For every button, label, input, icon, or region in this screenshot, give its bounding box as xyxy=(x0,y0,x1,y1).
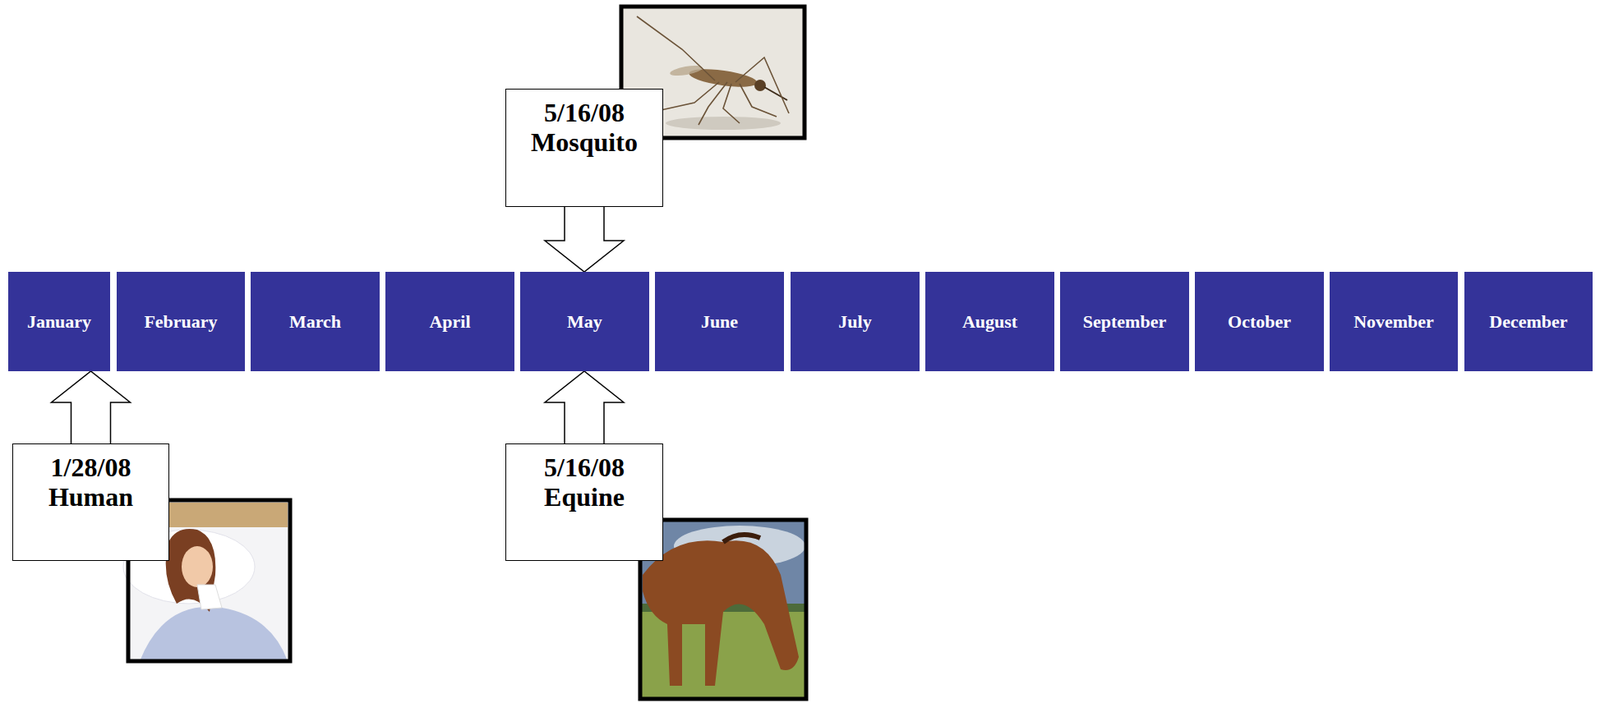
block-arrow xyxy=(544,205,624,273)
month-label: April xyxy=(428,311,471,333)
date-label: 1/28/08 xyxy=(50,452,132,483)
month-bar: March xyxy=(250,272,380,372)
callout-box: 5/16/08Mosquito xyxy=(505,88,664,208)
subject-label: Human xyxy=(48,482,134,512)
month-label: September xyxy=(1083,311,1167,333)
month-label: May xyxy=(567,311,603,333)
callout-box: 1/28/08Human xyxy=(12,443,170,562)
month-bar: January xyxy=(8,272,111,372)
month-label: June xyxy=(700,311,738,333)
month-bar: July xyxy=(790,272,920,372)
month-label: February xyxy=(143,311,217,333)
month-bar: April xyxy=(385,272,515,372)
month-label: July xyxy=(838,311,872,333)
month-bar: February xyxy=(116,272,245,372)
date-label: 5/16/08 xyxy=(544,452,625,483)
month-label: March xyxy=(289,311,342,333)
month-label: October xyxy=(1227,311,1292,333)
month-bar: September xyxy=(1060,272,1190,372)
month-label: November xyxy=(1353,311,1435,333)
month-label: January xyxy=(27,311,92,333)
month-bar: November xyxy=(1329,272,1458,372)
month-bar: October xyxy=(1194,272,1324,372)
block-arrow xyxy=(544,371,624,446)
month-bar: May xyxy=(520,272,650,372)
date-label: 5/16/08 xyxy=(544,97,625,128)
horse-photo xyxy=(640,520,807,700)
subject-label: Equine xyxy=(544,482,625,512)
month-label: August xyxy=(962,311,1018,333)
block-arrow xyxy=(51,371,131,446)
subject-label: Mosquito xyxy=(530,127,638,157)
month-bar: December xyxy=(1464,272,1593,372)
month-bar: August xyxy=(925,272,1055,372)
callout-box: 5/16/08Equine xyxy=(505,443,664,562)
month-label: December xyxy=(1489,311,1568,333)
month-bar: June xyxy=(654,272,784,372)
